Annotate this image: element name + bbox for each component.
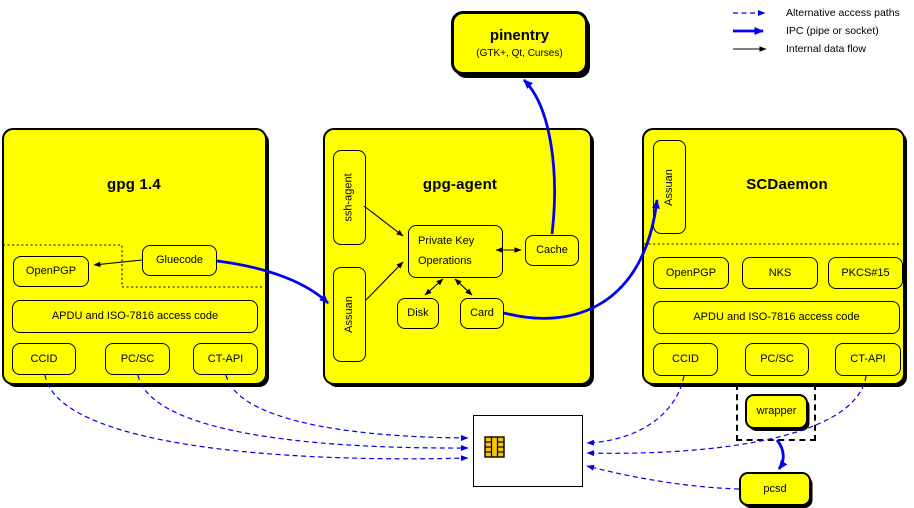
scdaemon-ccid-node: CCID — [653, 343, 718, 376]
gpg14-openpgp-label: OpenPGP — [25, 265, 77, 277]
gpg14-ccid-node: CCID — [12, 343, 76, 375]
gpg-agent-ssh-agent-label: ssh-agent — [343, 173, 355, 222]
gpg14-ctapi-label: CT-API — [207, 352, 244, 365]
gpg-agent-disk-label: Disk — [407, 307, 429, 319]
gpg14-openpgp-node: OpenPGP — [13, 256, 89, 287]
gpg14-ccid-label: CCID — [30, 352, 58, 365]
gpg-agent-ssh-agent-node: ssh-agent — [333, 150, 366, 245]
legend-ipc-label: IPC (pipe or socket) — [786, 25, 879, 37]
legend-internal-label: Internal data flow — [786, 43, 866, 55]
gpg-agent-card-node: Card — [460, 298, 504, 329]
scdaemon-nks-node: NKS — [742, 257, 818, 289]
scdaemon-nks-label: NKS — [768, 266, 792, 279]
gpg14-title: gpg 1.4 — [107, 176, 161, 193]
scdaemon-apdu-node: APDU and ISO-7816 access code — [653, 301, 900, 334]
scdaemon-openpgp-node: OpenPGP — [653, 257, 729, 289]
gpg-agent-cache-label: Cache — [536, 244, 568, 256]
scdaemon-apdu-label: APDU and ISO-7816 access code — [693, 311, 860, 323]
edge-gpg14-ccid-card — [44, 374, 469, 462]
pinentry-title: pinentry — [489, 27, 550, 44]
gpg-agent-title: gpg-agent — [422, 176, 498, 193]
scdaemon-pkcs15-label: PKCS#15 — [841, 266, 890, 279]
gpg-agent-assuan-node: Assuan — [333, 267, 366, 362]
gpg14-apdu-node: APDU and ISO-7816 access code — [12, 300, 258, 333]
wrapper-label: wrapper — [756, 405, 797, 417]
edge-gpg14-pcsc-card — [137, 374, 469, 452]
wrapper-node: wrapper — [745, 394, 808, 429]
gpg-agent-assuan-label: Assuan — [343, 296, 356, 333]
gpg14-gluecode-node: Gluecode — [142, 245, 217, 276]
edge-wrapper-pcsd — [775, 439, 788, 470]
edge-scdaemon-ccid-card — [586, 375, 685, 446]
pinentry-subtitle: (GTK+, Qt, Curses) — [476, 48, 563, 59]
smartcard — [473, 415, 583, 487]
scdaemon-openpgp-label: OpenPGP — [665, 266, 717, 279]
scdaemon-pcsc-node: PC/SC — [745, 343, 809, 376]
gpg14-pcsc-label: PC/SC — [120, 352, 155, 365]
gpg14-ctapi-node: CT-API — [193, 343, 258, 375]
pinentry-node: pinentry (GTK+, Qt, Curses) — [451, 11, 588, 75]
scdaemon-pcsc-label: PC/SC — [760, 353, 794, 365]
scdaemon-ctapi-label: CT-API — [850, 353, 886, 365]
pcsd-label: pcsd — [763, 482, 787, 495]
gpg14-pcsc-node: PC/SC — [105, 343, 170, 375]
gpg-agent-private-key-operations-node: Private Key Operations — [408, 225, 503, 278]
pko-line1: Private Key — [418, 235, 475, 247]
gpg14-gluecode-label: Gluecode — [155, 254, 204, 266]
scdaemon-assuan-node: Assuan — [653, 140, 686, 234]
edge-scdaemon-ctapi-card — [586, 375, 867, 457]
scdaemon-ctapi-node: CT-API — [835, 343, 901, 376]
smartcard-chip-icon — [484, 436, 505, 458]
scdaemon-assuan-label: Assuan — [663, 168, 676, 206]
gpg-agent-card-label: Card — [470, 307, 494, 319]
legend-alternative-label: Alternative access paths — [786, 7, 900, 19]
scdaemon-pkcs15-node: PKCS#15 — [828, 257, 903, 289]
pko-line2: Operations — [418, 255, 472, 267]
gpg-agent-disk-node: Disk — [397, 298, 439, 329]
scdaemon-title: SCDaemon — [746, 176, 828, 193]
pcsd-node: pcsd — [739, 472, 811, 506]
edge-pcsd-card — [586, 464, 740, 490]
scdaemon-ccid-label: CCID — [672, 353, 699, 365]
gpg-agent-cache-node: Cache — [525, 235, 579, 266]
gpg14-apdu-label: APDU and ISO-7816 access code — [51, 310, 219, 322]
